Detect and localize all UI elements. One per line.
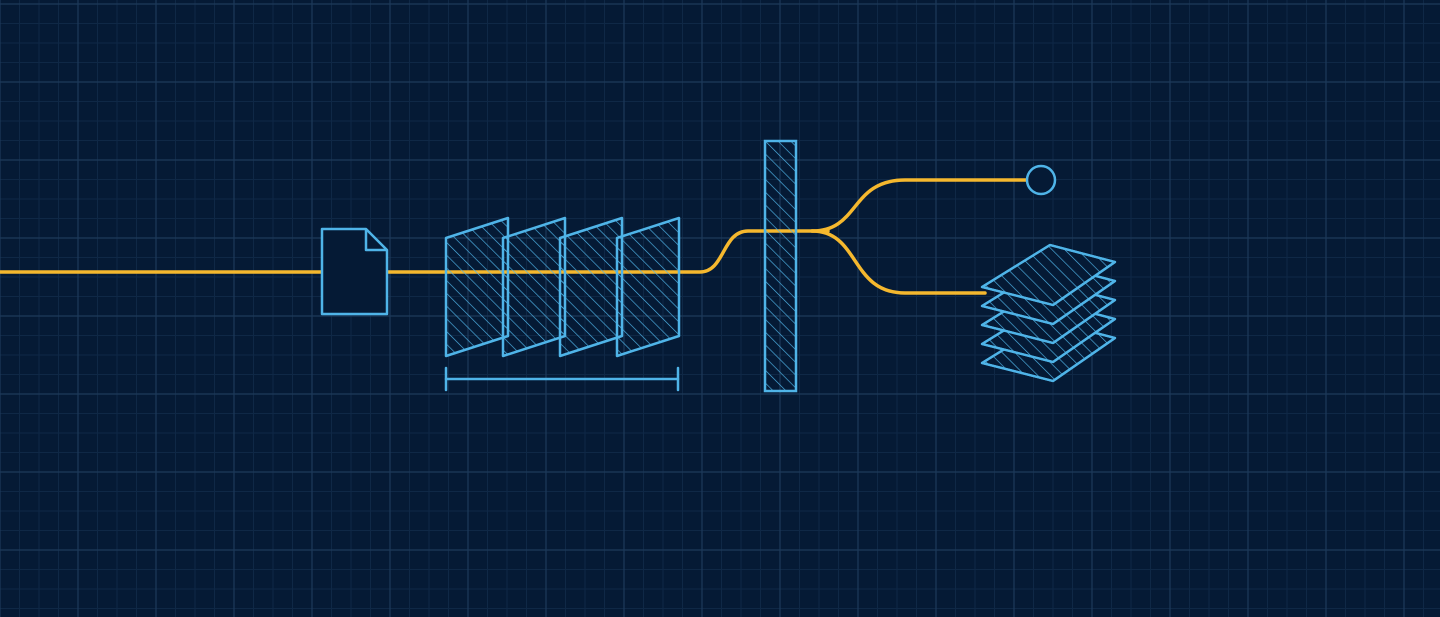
main-flow-line <box>0 229 830 274</box>
frame-panel <box>558 216 624 358</box>
separator-bar <box>763 139 798 393</box>
frame-stack <box>444 216 681 358</box>
frame-panel <box>615 216 681 358</box>
flow-lines <box>0 178 1029 295</box>
input-document-icon <box>320 227 389 316</box>
frame-panel <box>444 216 510 358</box>
output-circle-node <box>1025 164 1057 196</box>
frame-span-bracket <box>444 366 680 392</box>
upper-branch-line <box>810 178 1029 233</box>
lower-branch-line <box>810 229 987 295</box>
output-layer-stack <box>980 243 1117 383</box>
frame-panel <box>501 216 567 358</box>
layer-sheet <box>980 243 1117 307</box>
